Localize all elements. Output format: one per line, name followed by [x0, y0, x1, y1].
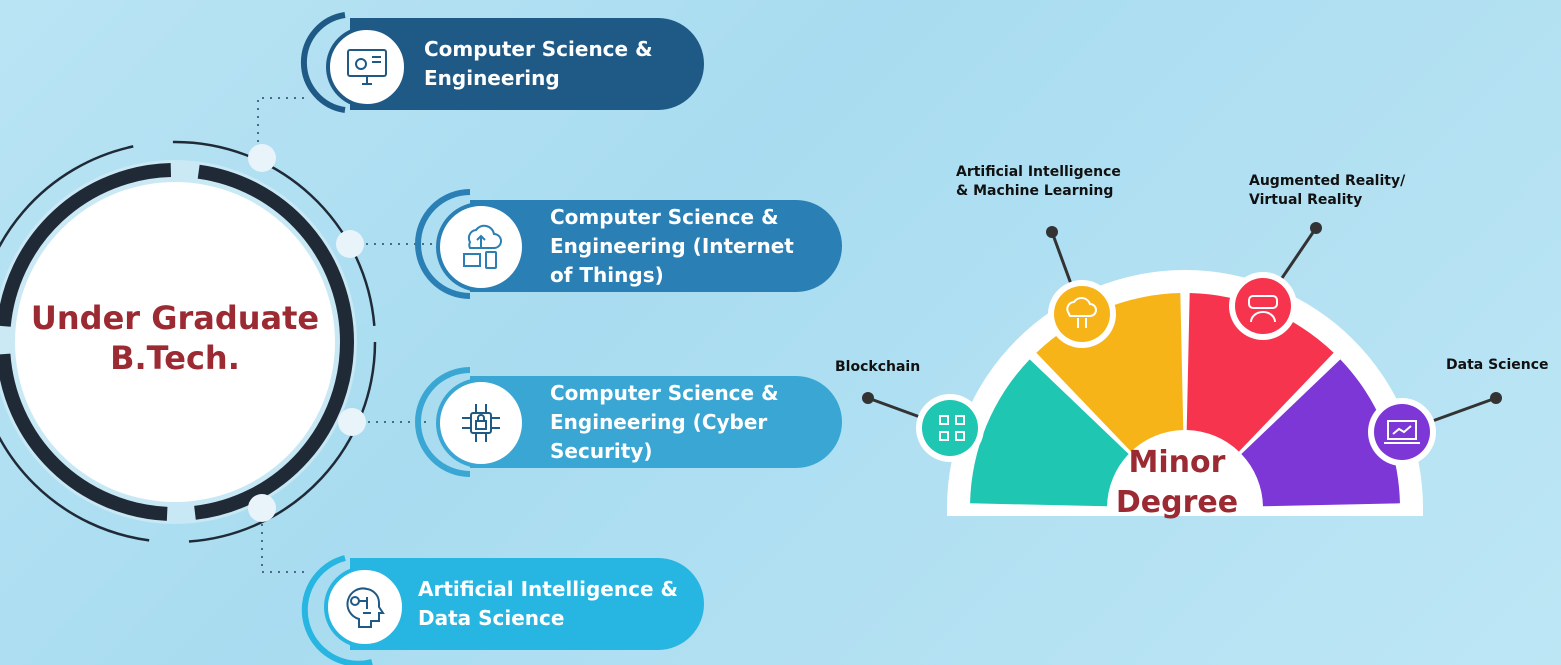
icon-arc-4: [301, 555, 373, 665]
monitor-gear-icon: [326, 26, 408, 108]
node-2: [336, 230, 364, 258]
minor-label-line: Virtual Reality: [1249, 192, 1363, 208]
cloud-brain-icon: [1054, 286, 1110, 342]
minor-title-line2: Degree: [1115, 485, 1239, 520]
program-label-line: Engineering (Internet: [550, 233, 794, 258]
minor-hub: [1111, 434, 1259, 508]
hub-title-line2: B.Tech.: [110, 339, 240, 377]
node-1: [248, 144, 276, 172]
cloud-shape: [1066, 297, 1097, 317]
program-label-line: Computer Science &: [424, 37, 653, 61]
icon-arc-3: [415, 367, 471, 477]
brain-lines: [1077, 318, 1087, 328]
cloud-devices-icon: [436, 202, 526, 292]
minor-label-blockchain: Blockchain: [835, 358, 920, 377]
headset-body: [1250, 311, 1276, 323]
leader-dot: [1310, 222, 1322, 234]
laptop-screen: [1387, 420, 1417, 440]
hub-title-line1: Under Graduate: [30, 299, 320, 337]
minor-title: Minor Degree: [1107, 443, 1247, 523]
vr-headset-icon: [1235, 278, 1291, 334]
leader-dot: [1046, 226, 1058, 238]
leader-dot: [1490, 392, 1502, 404]
icon-arc-2: [415, 189, 471, 299]
program-label: Computer Science & Engineering (Cyber Se…: [550, 379, 779, 466]
chart-line: [1392, 425, 1412, 435]
program-pill-cyber: Computer Science & Engineering (Cyber Se…: [470, 376, 842, 468]
minor-segment: [970, 359, 1129, 507]
blockchain-cube: [955, 431, 965, 441]
program-label-line: Computer Science &: [550, 204, 779, 229]
minor-label-line: & Machine Learning: [956, 183, 1114, 199]
hub-outer-ring: [0, 140, 377, 544]
minor-label-datascience: Data Science: [1446, 356, 1549, 375]
minor-label-line: Artificial Intelligence: [956, 164, 1121, 180]
minor-label-line: Augmented Reality/: [1249, 173, 1406, 189]
minor-fan: [862, 222, 1502, 516]
blockchain-cube: [939, 431, 949, 441]
program-pill-aids: Artificial Intelligence & Data Science: [350, 558, 704, 650]
node-3: [338, 408, 366, 436]
program-label-line: of Things): [550, 262, 664, 287]
minor-label-line: Data Science: [1446, 357, 1549, 373]
program-label-line: Engineering: [424, 66, 560, 90]
program-label: Computer Science & Engineering (Internet…: [550, 203, 794, 290]
hub-circle: [15, 182, 335, 502]
headset-visor: [1248, 295, 1278, 309]
laptop-chart-icon: [1374, 404, 1430, 460]
program-label-line: Computer Science &: [550, 380, 779, 405]
program-label-line: Data Science: [418, 606, 565, 630]
minor-title-line1: Minor: [1128, 445, 1226, 480]
program-pill-iot: Computer Science & Engineering (Internet…: [470, 200, 842, 292]
blockchain-cube: [955, 415, 965, 425]
minor-label-aiml: Artificial Intelligence & Machine Learni…: [956, 163, 1121, 201]
node-4: [248, 494, 276, 522]
hub-thick-ring: [0, 163, 354, 521]
minor-segment: [1241, 359, 1400, 507]
leader-dot: [862, 392, 874, 404]
icon-arc-1: [300, 12, 346, 113]
connector-4: [261, 508, 310, 573]
ai-head-icon: [324, 566, 406, 648]
program-pill-cse: Computer Science & Engineering: [350, 18, 704, 110]
blockchain-cube: [939, 415, 949, 425]
program-label-line: Security): [550, 438, 653, 463]
program-label: Artificial Intelligence & Data Science: [418, 575, 678, 633]
minor-segment: [1186, 293, 1334, 452]
lock-circuit-icon: [436, 378, 526, 468]
program-label: Computer Science & Engineering: [424, 35, 653, 93]
program-label-line: Engineering (Cyber: [550, 409, 768, 434]
hub-title: Under Graduate B.Tech.: [10, 298, 340, 378]
program-label-line: Artificial Intelligence &: [418, 577, 678, 601]
minor-label-line: Blockchain: [835, 359, 921, 375]
minor-label-arvr: Augmented Reality/ Virtual Reality: [1249, 172, 1405, 210]
blockchain-cubes-icon: [922, 400, 978, 456]
